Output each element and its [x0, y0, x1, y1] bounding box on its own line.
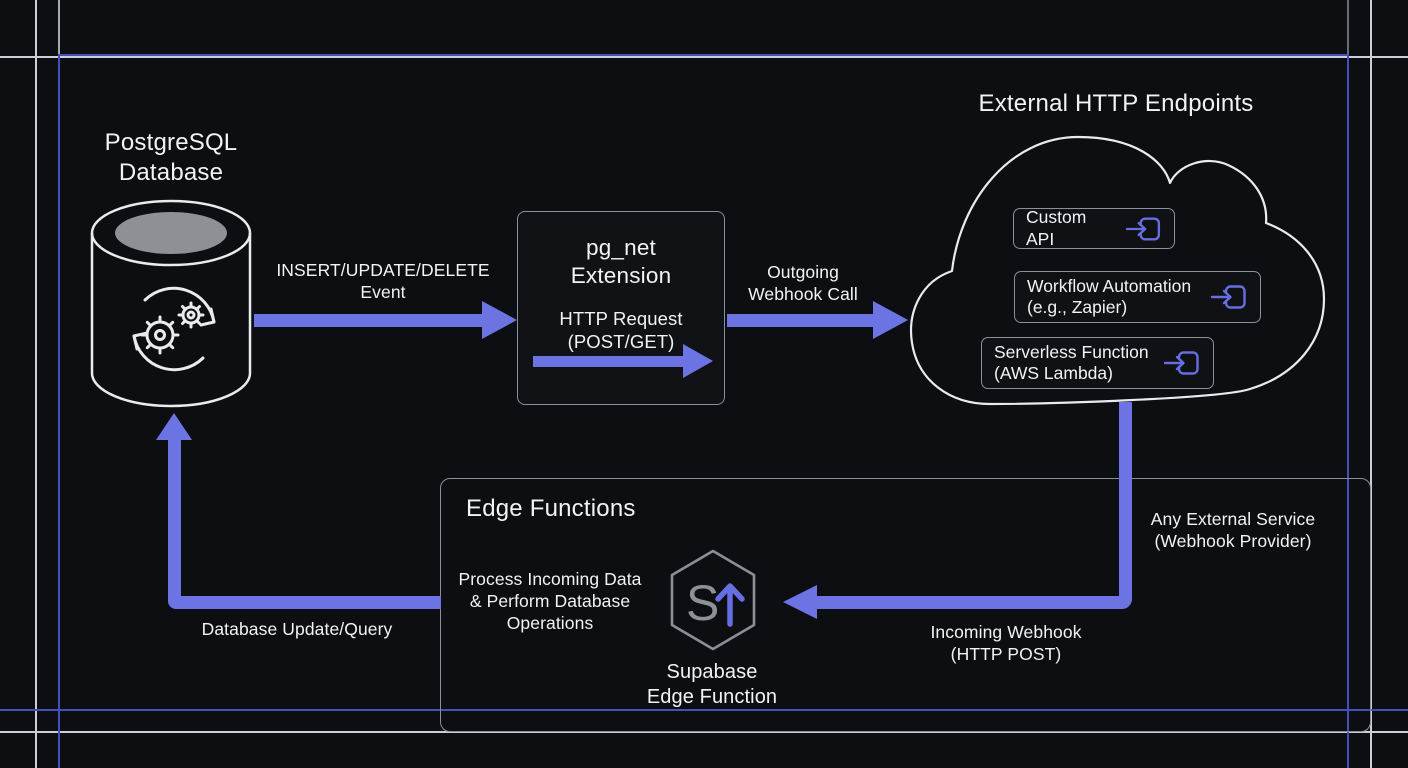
postgres-title: PostgreSQL Database	[61, 128, 281, 188]
login-arrow-icon	[1125, 217, 1160, 240]
incoming-webhook-label: Incoming Webhook (HTTP POST)	[906, 621, 1106, 665]
supabase-caption-line1: Supabase	[666, 661, 758, 683]
pgnet-request-arrow-head	[683, 344, 713, 378]
frame-bottom-blue-line	[0, 709, 1408, 711]
incoming-line1: Incoming Webhook	[930, 622, 1082, 642]
postgres-title-line1: PostgreSQL	[104, 129, 238, 156]
frame-left-top-stub	[58, 0, 60, 55]
serverless-function-label: Serverless Function (AWS Lambda)	[994, 342, 1149, 385]
arrow-db-to-pgnet-head	[482, 301, 517, 339]
frame-right-blue-line	[1347, 55, 1349, 768]
arrow-cloud-to-edge-vertical	[1119, 402, 1132, 609]
database-cylinder-icon	[90, 199, 252, 408]
insert-event-line1: INSERT/UPDATE/DELETE	[276, 260, 490, 280]
frame-top-white-line	[0, 56, 1408, 58]
arrow-edge-to-db-horizontal	[181, 596, 441, 609]
postgres-title-line2: Database	[118, 159, 224, 187]
pgnet-title: pg_net Extension	[518, 234, 724, 291]
cloud-shape	[909, 135, 1326, 406]
workflow-line1: Workflow Automation	[1027, 275, 1192, 296]
supabase-edge-function-icon: S	[670, 549, 756, 651]
pgnet-body-line1: HTTP Request	[559, 308, 683, 329]
login-arrow-icon	[1210, 285, 1246, 309]
supabase-caption-line2: Edge Function	[646, 686, 778, 709]
arrow-cloud-to-edge-head	[783, 585, 817, 619]
edge-functions-title: Edge Functions	[466, 495, 636, 522]
serverless-line2: (AWS Lambda)	[994, 363, 1113, 383]
frame-left-blue-line	[58, 55, 60, 768]
sync-gears-icon	[132, 286, 216, 372]
arrow-edge-to-db-vertical	[168, 438, 181, 609]
outgoing-webhook-label: Outgoing Webhook Call	[713, 261, 893, 305]
endpoint-workflow-automation: Workflow Automation (e.g., Zapier)	[1014, 271, 1261, 323]
frame-right-white-line	[1370, 0, 1372, 768]
process-data-label: Process Incoming Data & Perform Database…	[442, 568, 658, 634]
workflow-line2: (e.g., Zapier)	[1027, 297, 1128, 317]
incoming-line2: (HTTP POST)	[950, 644, 1062, 665]
database-update-label: Database Update/Query	[201, 619, 393, 639]
any-external-line1: Any External Service	[1150, 509, 1316, 529]
arrow-pgnet-to-cloud-shaft	[727, 314, 875, 327]
insert-event-label: INSERT/UPDATE/DELETE Event	[248, 259, 518, 303]
process-line3: Operations	[506, 613, 594, 634]
insert-event-line2: Event	[360, 282, 406, 303]
custom-api-label: Custom API	[1026, 207, 1087, 249]
any-external-line2: (Webhook Provider)	[1154, 531, 1312, 552]
process-line2: & Perform Database	[469, 591, 631, 612]
arrow-pgnet-to-cloud-head	[873, 301, 908, 339]
pgnet-title-line1: pg_net	[585, 235, 657, 260]
pgnet-node: pg_net Extension HTTP Request (POST/GET)	[517, 211, 725, 405]
any-external-service-label: Any External Service (Webhook Provider)	[1133, 508, 1333, 552]
frame-right-top-stub	[1347, 0, 1349, 55]
outgoing-line2: Webhook Call	[748, 284, 858, 305]
arrow-edge-to-db-head	[156, 413, 192, 440]
pgnet-body-line2: (POST/GET)	[567, 331, 675, 353]
frame-left-white-line	[35, 0, 37, 768]
endpoint-custom-api: Custom API	[1013, 207, 1175, 249]
pgnet-request-arrow-shaft	[533, 356, 685, 367]
pgnet-body: HTTP Request (POST/GET)	[518, 307, 724, 354]
supabase-letter: S	[686, 575, 719, 631]
up-arrow-icon	[715, 583, 745, 627]
outgoing-line1: Outgoing	[767, 262, 839, 282]
workflow-automation-label: Workflow Automation (e.g., Zapier)	[1027, 276, 1191, 319]
login-arrow-icon	[1163, 351, 1199, 375]
frame-top-blue-line	[58, 54, 1349, 56]
supabase-caption: Supabase Edge Function	[612, 660, 812, 710]
arrow-db-to-pgnet-shaft	[254, 314, 484, 327]
process-line1: Process Incoming Data	[458, 569, 642, 589]
arrow-cloud-to-edge-horizontal	[815, 596, 1119, 609]
endpoint-serverless-function: Serverless Function (AWS Lambda)	[981, 337, 1214, 389]
pgnet-title-line2: Extension	[570, 263, 672, 289]
endpoints-title: External HTTP Endpoints	[978, 90, 1254, 117]
serverless-line1: Serverless Function	[994, 341, 1149, 362]
